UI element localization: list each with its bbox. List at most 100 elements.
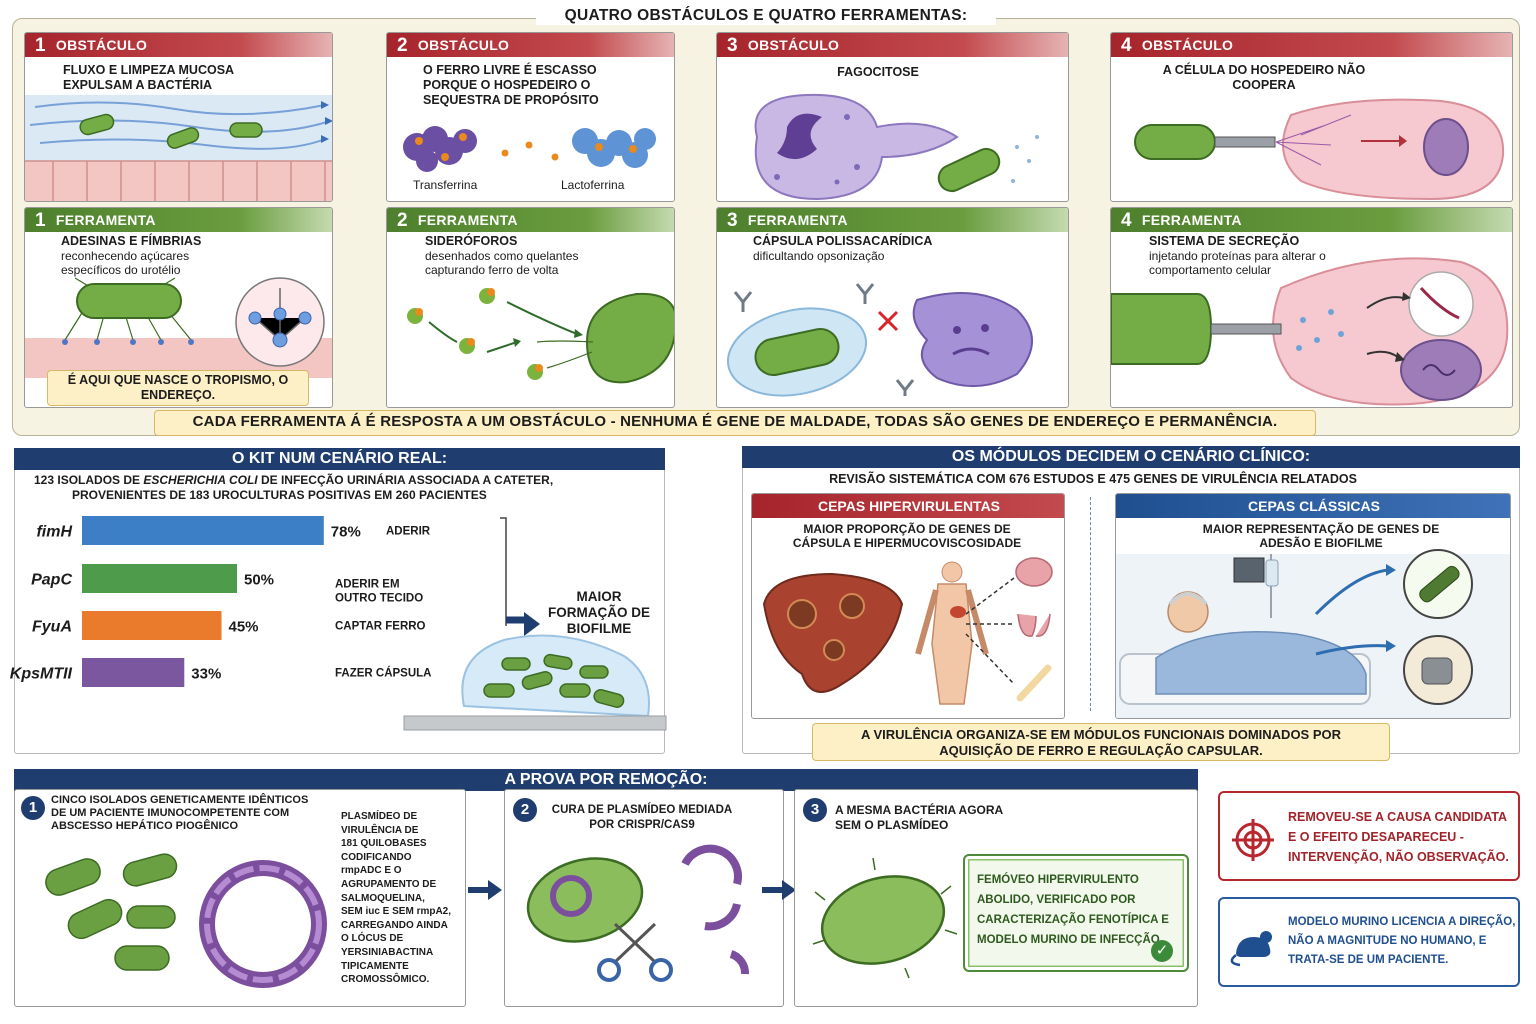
plasmid-line: AGRUPAMENTO DE bbox=[341, 878, 437, 890]
plasmid-line: 181 QUILOBASES bbox=[341, 838, 427, 850]
modules-title: OS MÓDULOS DECIDEM O CENÁRIO CLÍNICO: bbox=[742, 446, 1520, 468]
plasmid-line: YERSINIABACTINA bbox=[341, 946, 434, 958]
plasmid-line: SEM iuc E SEM rmpA2, bbox=[341, 906, 452, 918]
plasmid-line: CODIFICANDO bbox=[341, 851, 412, 863]
step-2-badge: 2 bbox=[513, 798, 537, 822]
plasmid-line: PLASMÍDEO DE bbox=[341, 811, 418, 822]
bar-papc bbox=[82, 564, 237, 593]
hypervirulent-title: CEPAS HIPERVIRULENTAS bbox=[752, 494, 1064, 518]
step-3-text: A MESMA BACTÉRIA AGORA SEM O PLASMÍDEO bbox=[835, 803, 1003, 832]
capsule-illustration bbox=[726, 283, 1033, 397]
classic-title: CEPAS CLÁSSICAS bbox=[1116, 494, 1510, 518]
plasmid-line: TIPICAMENTE bbox=[341, 960, 409, 972]
cured-bacterium-illustration bbox=[812, 857, 958, 979]
bar-fimh bbox=[82, 516, 324, 545]
liver-abscess-illustration bbox=[762, 557, 1053, 705]
classic-card: CEPAS CLÁSSICAS MAIOR REPRESENTAÇÃO DE G… bbox=[1115, 493, 1511, 719]
top-banner: CADA FERRAMENTA Á É RESPOSTA A UM OBSTÁC… bbox=[154, 410, 1316, 436]
step-1-badge: 1 bbox=[21, 796, 45, 820]
proof-step-1: 1 CINCO ISOLADOS GENETICAMENTE IDÊNTICOS… bbox=[14, 789, 466, 1007]
host-cell-illustration bbox=[1134, 98, 1505, 201]
biofilm-illustration bbox=[403, 517, 667, 731]
proof-step-2: 2 CURA DE PLASMÍDEO MEDIADA POR CRISPR/C… bbox=[504, 789, 784, 1007]
result-text: FEMÓVEO HIPERVIRULENTO ABOLIDO, VERIFICA… bbox=[977, 874, 1169, 946]
gene-label: FyuA bbox=[32, 619, 72, 636]
murine-text: MODELO MURINO LICENCIA A DIREÇÃO, NÃO A … bbox=[1288, 916, 1516, 966]
gene-label: fimH bbox=[36, 524, 72, 541]
arrow-step-2-to-3 bbox=[762, 880, 796, 900]
kit-desc-line2: PROVENIENTES DE 183 UROCULTURAS POSITIVA… bbox=[72, 488, 487, 502]
murine-callout: MODELO MURINO LICENCIA A DIREÇÃO, NÃO A … bbox=[1218, 897, 1520, 987]
function-label: CAPTAR FERRO bbox=[335, 621, 426, 633]
kit-desc-post: DE INFECÇÃO URINÁRIA ASSOCIADA A CATETER… bbox=[257, 473, 554, 487]
plasmid-line: VIRULÊNCIA DE bbox=[341, 824, 419, 836]
obstacle-text-4: A CÉLULA DO HOSPEDEIRO NÃO COOPERA bbox=[1162, 63, 1366, 92]
check-icon: ✓ bbox=[1151, 940, 1173, 962]
bar-fyua bbox=[82, 611, 222, 640]
function-label: OUTRO TECIDO bbox=[335, 593, 423, 605]
plasmid-description: PLASMÍDEO DE VIRULÊNCIA DE 181 QUILOBASE… bbox=[341, 810, 465, 987]
proof-title: A PROVA POR REMOÇÃO: bbox=[14, 769, 1198, 791]
tool-title-3: CÁPSULA POLISSACARÍDICA bbox=[753, 234, 933, 248]
kit-title: O KIT NUM CENÁRIO REAL: bbox=[14, 448, 665, 470]
function-label: ADERIR bbox=[386, 526, 431, 538]
step-3-badge: 3 bbox=[803, 798, 827, 822]
plasmid-line: CROMOSSÔMICO. bbox=[341, 974, 430, 986]
target-icon bbox=[1232, 819, 1274, 861]
plasmid-line: SALMOQUELINA, bbox=[341, 892, 425, 904]
tool-title-1: ADESINAS E FÍMBRIAS bbox=[61, 234, 202, 248]
function-label: FAZER CÁPSULA bbox=[335, 667, 431, 680]
bar-kpsmtii bbox=[82, 658, 185, 687]
mouse-icon bbox=[1230, 931, 1272, 967]
kit-description: 123 ISOLADOS DE ESCHERICHIA COLI DE INFE… bbox=[34, 473, 634, 503]
phagocytosis-illustration bbox=[754, 93, 1039, 201]
tropism-note: É AQUI QUE NASCE O TROPISMO, O ENDEREÇO. bbox=[47, 370, 309, 406]
obstacle-text-2: O FERRO LIVRE É ESCASSO PORQUE O HOSPEDE… bbox=[423, 63, 599, 107]
gene-label: KpsMTII bbox=[10, 666, 73, 683]
kit-desc-species: ESCHERICHIA COLI bbox=[143, 473, 258, 487]
transferrin-caption: Transferrina bbox=[413, 178, 478, 192]
tool-title-2: SIDERÓFOROS bbox=[425, 234, 518, 248]
function-label: ADERIR EM bbox=[335, 579, 400, 591]
plasmid-line: rmpADC E O bbox=[341, 865, 402, 877]
obstacle-text-1: FLUXO E LIMPEZA MUCOSA EXPULSAM A BACTÉR… bbox=[63, 63, 234, 92]
lactoferrin-caption: Lactoferrina bbox=[561, 178, 625, 192]
tool-title-4: SISTEMA DE SECREÇÃO bbox=[1149, 234, 1300, 248]
tool-subtitle-4: injetando proteínas para alterar o compo… bbox=[1149, 249, 1326, 277]
gene-label: PapC bbox=[31, 572, 72, 589]
top-title: QUATRO OBSTÁCULOS E QUATRO FERRAMENTAS: bbox=[536, 7, 996, 25]
step-2-text: CURA DE PLASMÍDEO MEDIADA POR CRISPR/CAS… bbox=[551, 804, 733, 831]
hypervirulent-text: MAIOR PROPORÇÃO DE GENES DE CÁPSULA E HI… bbox=[792, 522, 1022, 550]
modules-description: REVISÃO SISTEMÁTICA COM 676 ESTUDOS E 47… bbox=[829, 472, 1357, 486]
value-label: 50% bbox=[244, 572, 274, 589]
kit-desc-pre: 123 ISOLADOS DE bbox=[34, 473, 144, 487]
tool-subtitle-3: dificultando opsonização bbox=[753, 249, 885, 263]
plasmid-line: CARREGANDO AINDA bbox=[341, 919, 448, 931]
intervention-callout: REMOVEU-SE A CAUSA CANDIDATA E O EFEITO … bbox=[1218, 791, 1520, 881]
plasmid-line: O LÓCUS DE bbox=[341, 933, 404, 945]
isolates-plasmid-illustration bbox=[45, 853, 327, 988]
result-box: FEMÓVEO HIPERVIRULENTO ABOLIDO, VERIFICA… bbox=[963, 854, 1189, 972]
tool-subtitle-2: desenhados como quelantes capturando fer… bbox=[425, 249, 579, 277]
classic-text: MAIOR REPRESENTAÇÃO DE GENES DE ADESÃO E… bbox=[1202, 522, 1440, 550]
obstacle-text-3: FAGOCITOSE bbox=[837, 65, 919, 79]
intervention-text: REMOVEU-SE A CAUSA CANDIDATA E O EFEITO … bbox=[1288, 810, 1509, 864]
crispr-cure-illustration bbox=[526, 844, 749, 982]
